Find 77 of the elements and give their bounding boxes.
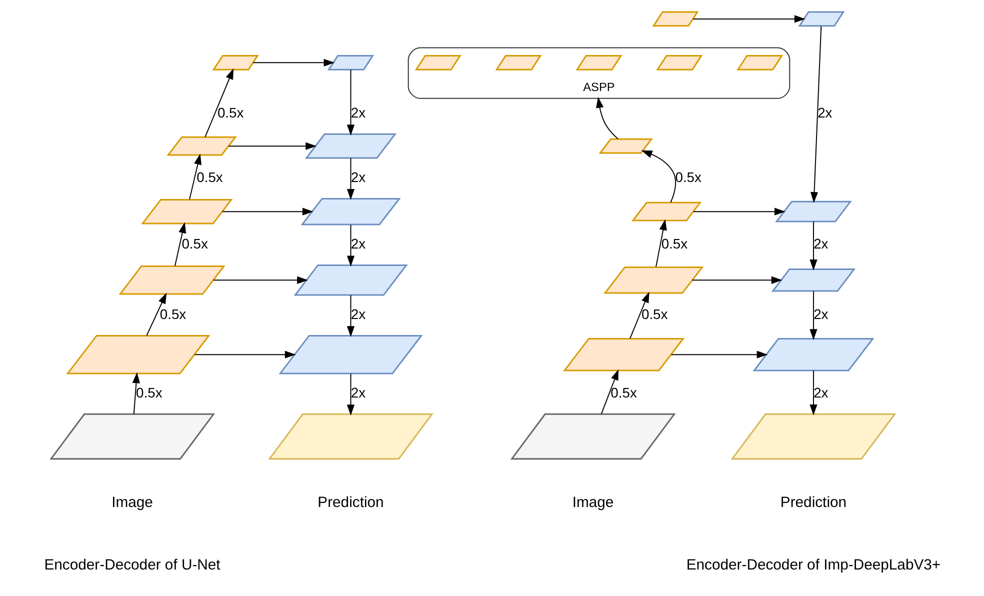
- node-parallelogram: [118, 265, 225, 295]
- edge-label: 2x: [350, 236, 366, 252]
- arrow: [204, 68, 234, 138]
- cluster: ASPP: [407, 47, 790, 99]
- node-parallelogram: [494, 54, 542, 70]
- arrow: [146, 292, 166, 336]
- node-parallelogram: [326, 54, 374, 70]
- arrow: [221, 208, 313, 216]
- edge-label: 0.5x: [181, 236, 208, 252]
- arrow: [670, 350, 768, 358]
- node-parallelogram: [166, 136, 236, 156]
- arrow: [809, 290, 817, 340]
- arrow: [655, 219, 666, 268]
- node-parallelogram: [66, 335, 210, 374]
- node-label: Image: [572, 495, 614, 512]
- node-parallelogram: [562, 338, 684, 372]
- edge-label: 2x: [350, 306, 366, 322]
- arrow: [346, 294, 354, 338]
- edge-label: 0.5x: [660, 236, 688, 252]
- node-parallelogram: [798, 11, 844, 27]
- edge-label: 0.5x: [610, 384, 636, 400]
- node-parallelogram: [293, 264, 408, 296]
- edge-label: 2x: [813, 384, 828, 400]
- arrow: [346, 158, 354, 200]
- node-parallelogram: [598, 138, 652, 154]
- arrow: [252, 58, 334, 66]
- edge-label: 0.5x: [136, 384, 162, 400]
- arrow: [346, 69, 354, 136]
- arrow: [692, 15, 805, 23]
- edge-label: 0.5x: [196, 169, 222, 186]
- arrow: [809, 370, 817, 416]
- arrow: [691, 276, 782, 284]
- edge-label: 2x: [817, 104, 832, 120]
- arrow: [132, 372, 140, 415]
- arrow: [595, 96, 618, 140]
- node-parallelogram: [575, 54, 622, 70]
- arrow: [692, 208, 785, 216]
- edge-label: 2x: [813, 236, 828, 252]
- arrow: [212, 276, 308, 284]
- arrow: [629, 292, 649, 340]
- arrow: [228, 142, 316, 150]
- edge-label: 2x: [813, 306, 828, 322]
- arrow: [640, 150, 676, 203]
- arrow: [194, 350, 296, 358]
- edge-label: 0.5x: [159, 306, 186, 322]
- edge-label: 0.5x: [216, 104, 244, 120]
- edge-label: 2x: [350, 384, 366, 400]
- arrow: [810, 26, 822, 203]
- arrow: [188, 154, 201, 200]
- node-parallelogram: [602, 266, 704, 294]
- label: Encoder-Decoder of U-Net: [44, 558, 220, 574]
- arrow: [600, 369, 618, 414]
- node-parallelogram: [49, 413, 215, 460]
- node-parallelogram: [268, 413, 433, 460]
- node-parallelogram: [212, 54, 258, 70]
- label: Encoder-Decoder of Imp-DeepLabV3+: [686, 558, 940, 574]
- edge-label: 2x: [350, 104, 366, 120]
- node-parallelogram: [510, 413, 676, 460]
- node-parallelogram: [630, 202, 702, 222]
- edge-label: 2x: [350, 169, 366, 186]
- node-label: Prediction: [317, 495, 384, 512]
- node-parallelogram: [730, 413, 896, 460]
- node-parallelogram: [140, 198, 232, 224]
- arrow: [346, 373, 354, 416]
- arrow: [174, 222, 186, 267]
- edge-label: 0.5x: [640, 306, 668, 322]
- arrow: [809, 221, 817, 270]
- node-label: Image: [111, 495, 152, 512]
- node-parallelogram: [278, 335, 422, 374]
- node-parallelogram: [652, 11, 698, 27]
- node-parallelogram: [656, 54, 702, 70]
- node-parallelogram: [752, 338, 874, 372]
- node-label: Prediction: [780, 495, 846, 512]
- node-parallelogram: [736, 54, 783, 70]
- arrow: [346, 224, 354, 267]
- node-parallelogram: [414, 54, 461, 70]
- edge-label: 0.5x: [674, 169, 701, 186]
